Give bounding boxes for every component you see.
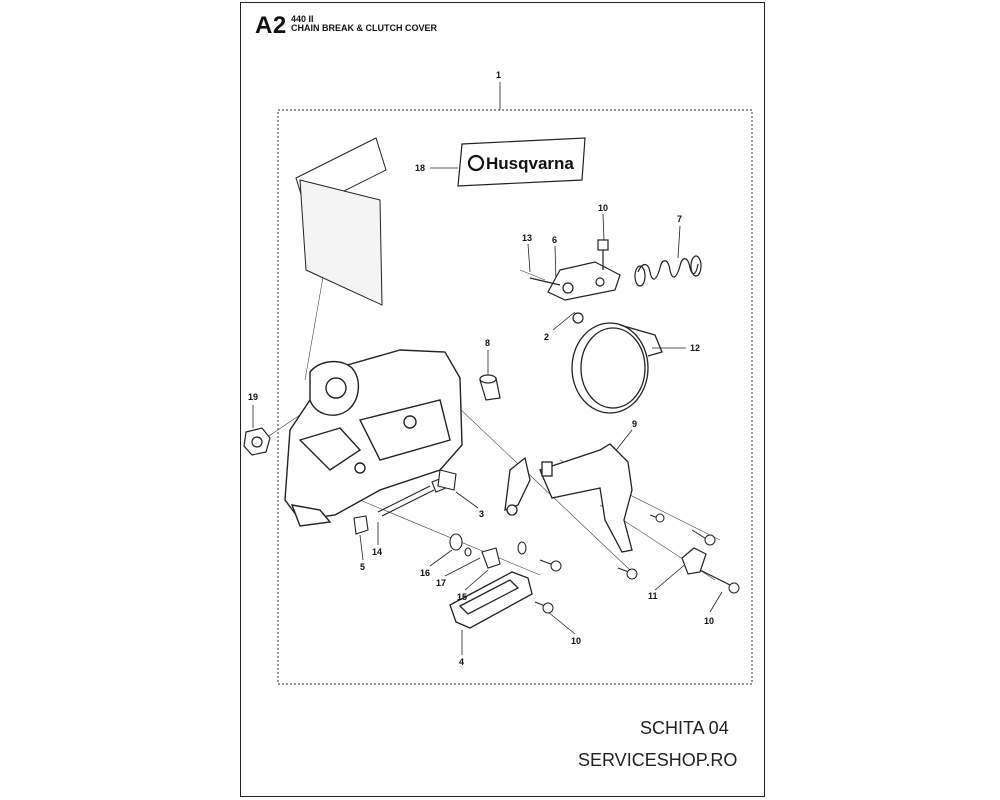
spring bbox=[634, 255, 702, 287]
callout-label: 13 bbox=[522, 233, 532, 243]
brake-lever bbox=[449, 571, 533, 629]
callout-label: 4 bbox=[459, 657, 464, 667]
callout-label: 10 bbox=[598, 203, 608, 213]
husqvarna-logo-badge: Husqvarna bbox=[457, 137, 586, 187]
diagram-title: CHAIN BREAK & CLUTCH COVER bbox=[291, 23, 437, 33]
bracket bbox=[681, 547, 731, 586]
leader-lines bbox=[252, 82, 723, 655]
sheet-number: SCHITA 04 bbox=[640, 718, 729, 738]
chain-guide bbox=[504, 443, 633, 553]
brake-band bbox=[571, 322, 663, 414]
sleeve bbox=[479, 374, 501, 401]
callout-label: 12 bbox=[690, 343, 700, 353]
callout-label: 10 bbox=[571, 636, 581, 646]
crown-logo-icon bbox=[467, 154, 485, 172]
source-site: SERVICESHOP.RO bbox=[578, 750, 738, 770]
callout-label: 16 bbox=[420, 568, 430, 578]
callout-label: 8 bbox=[485, 338, 490, 348]
callout-label: 10 bbox=[704, 616, 714, 626]
callout-labels: 1 18 10 7 13 6 2 8 12 19 9 3 14 5 16 17 … bbox=[248, 70, 714, 667]
callout-label: 18 bbox=[415, 163, 425, 173]
diagram-code: A2 bbox=[255, 12, 287, 39]
nut bbox=[243, 427, 271, 456]
callout-label: 7 bbox=[677, 214, 682, 224]
decal-sheet bbox=[295, 137, 387, 306]
callout-label: 2 bbox=[544, 332, 549, 342]
callout-label: 5 bbox=[360, 562, 365, 572]
callout-label: 17 bbox=[436, 578, 446, 588]
assembly-boundary bbox=[277, 109, 753, 685]
callout-label: 11 bbox=[648, 591, 658, 601]
callout-label: 1 bbox=[496, 70, 501, 80]
callout-label: 9 bbox=[632, 419, 637, 429]
callout-label: 19 bbox=[248, 392, 258, 402]
clutch-cover-body bbox=[284, 349, 463, 527]
tensioner-parts bbox=[353, 469, 527, 569]
screws bbox=[534, 513, 740, 614]
model-name: 440 II bbox=[291, 14, 314, 24]
brake-linkage bbox=[529, 239, 621, 324]
callout-label: 6 bbox=[552, 235, 557, 245]
callout-label: 15 bbox=[457, 592, 467, 602]
callout-label: 14 bbox=[372, 547, 382, 557]
brand-logo-text: Husqvarna bbox=[486, 154, 574, 173]
callout-label: 3 bbox=[479, 509, 484, 519]
